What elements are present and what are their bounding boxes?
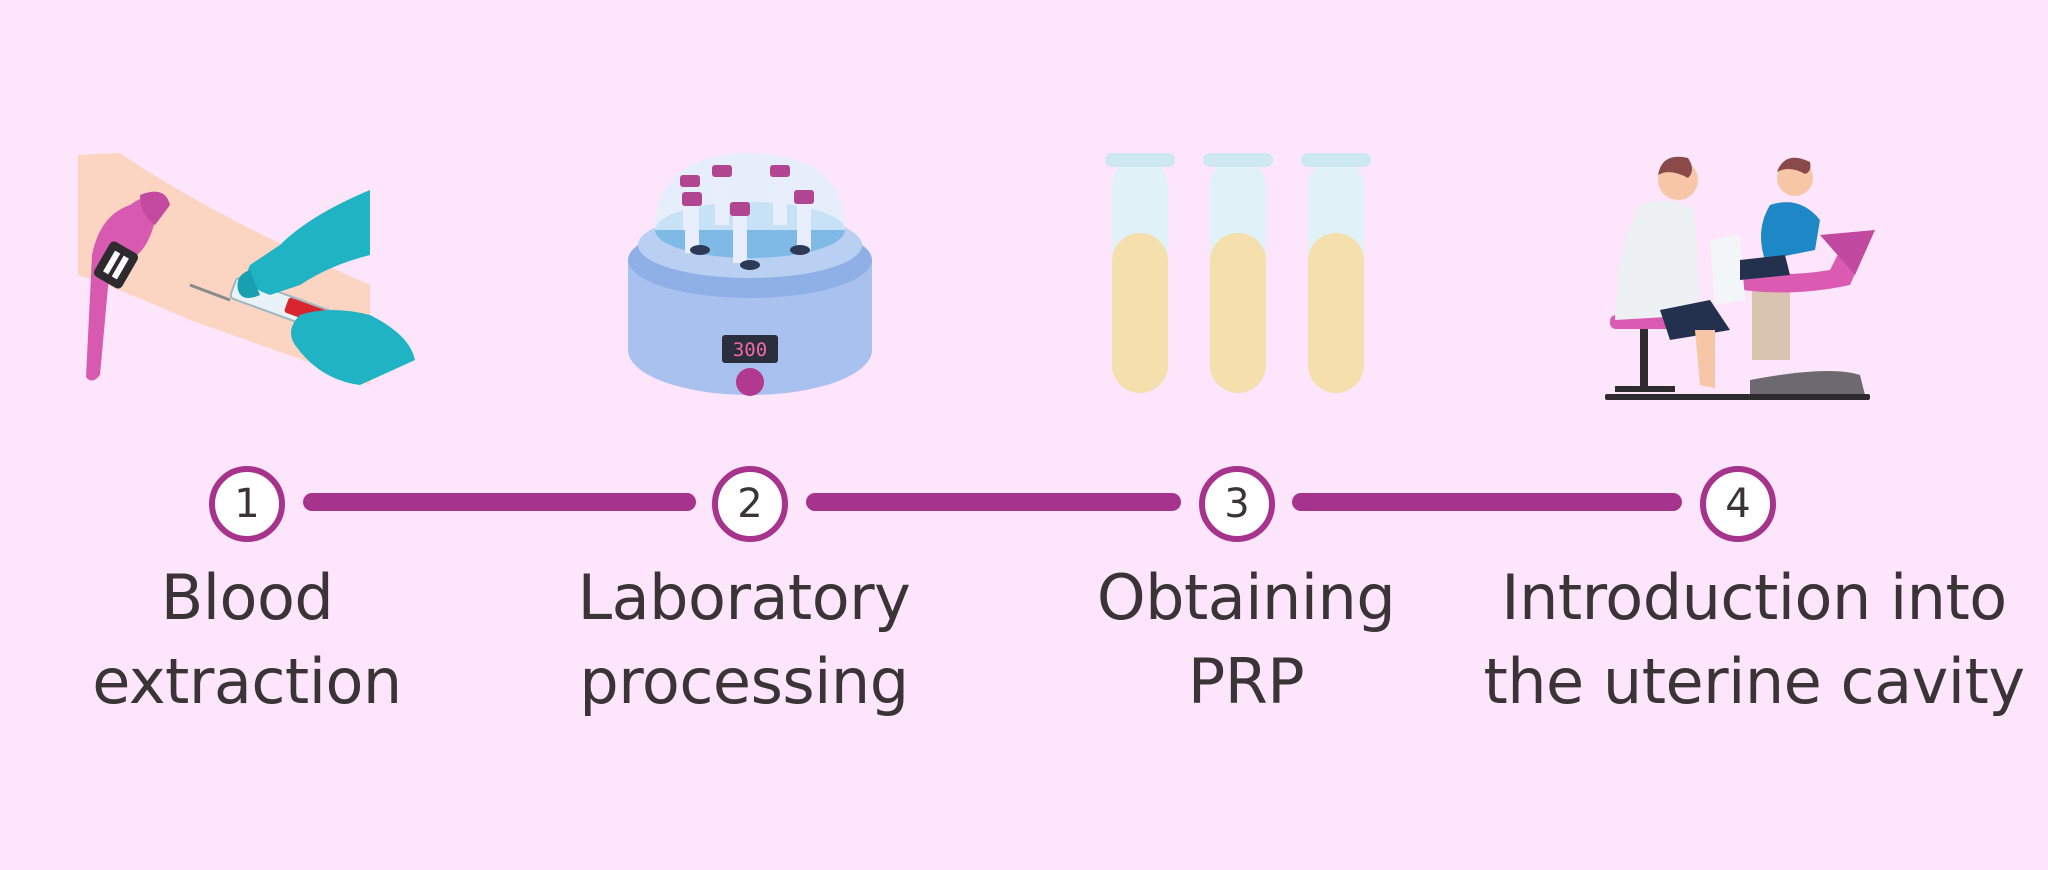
connector-1-2 — [303, 493, 696, 511]
test-tubes-icon — [1105, 153, 1371, 393]
centrifuge-display: 300 — [733, 339, 767, 361]
step-1-label: Blood extraction — [0, 556, 507, 724]
step-2-label: Laboratory processing — [484, 556, 1004, 724]
gynecology-exam-icon — [1605, 156, 1875, 400]
step-2-number: 2 — [712, 466, 788, 542]
step-1-label-line2: extraction — [92, 645, 402, 718]
step-1-number: 1 — [209, 466, 285, 542]
step-2-label-line1: Laboratory — [577, 561, 911, 634]
blood-extraction-icon — [78, 153, 415, 385]
step-3-label-line1: Obtaining — [1096, 561, 1396, 634]
step-2-label-line2: processing — [579, 645, 909, 718]
step-1-label-line1: Blood — [160, 561, 334, 634]
step-3-number: 3 — [1199, 466, 1275, 542]
step-3-label: Obtaining PRP — [986, 556, 1506, 724]
step-3-label-line2: PRP — [1187, 645, 1305, 718]
connector-2-3 — [806, 493, 1181, 511]
connector-3-4 — [1292, 493, 1682, 511]
step-4-number: 4 — [1700, 466, 1776, 542]
centrifuge-icon: 300 — [628, 153, 872, 396]
step-4-label-line1: Introduction into — [1501, 561, 2007, 634]
step-4-label-line2: the uterine cavity — [1483, 645, 2025, 718]
step-4-label: Introduction into the uterine cavity — [1474, 556, 2034, 724]
